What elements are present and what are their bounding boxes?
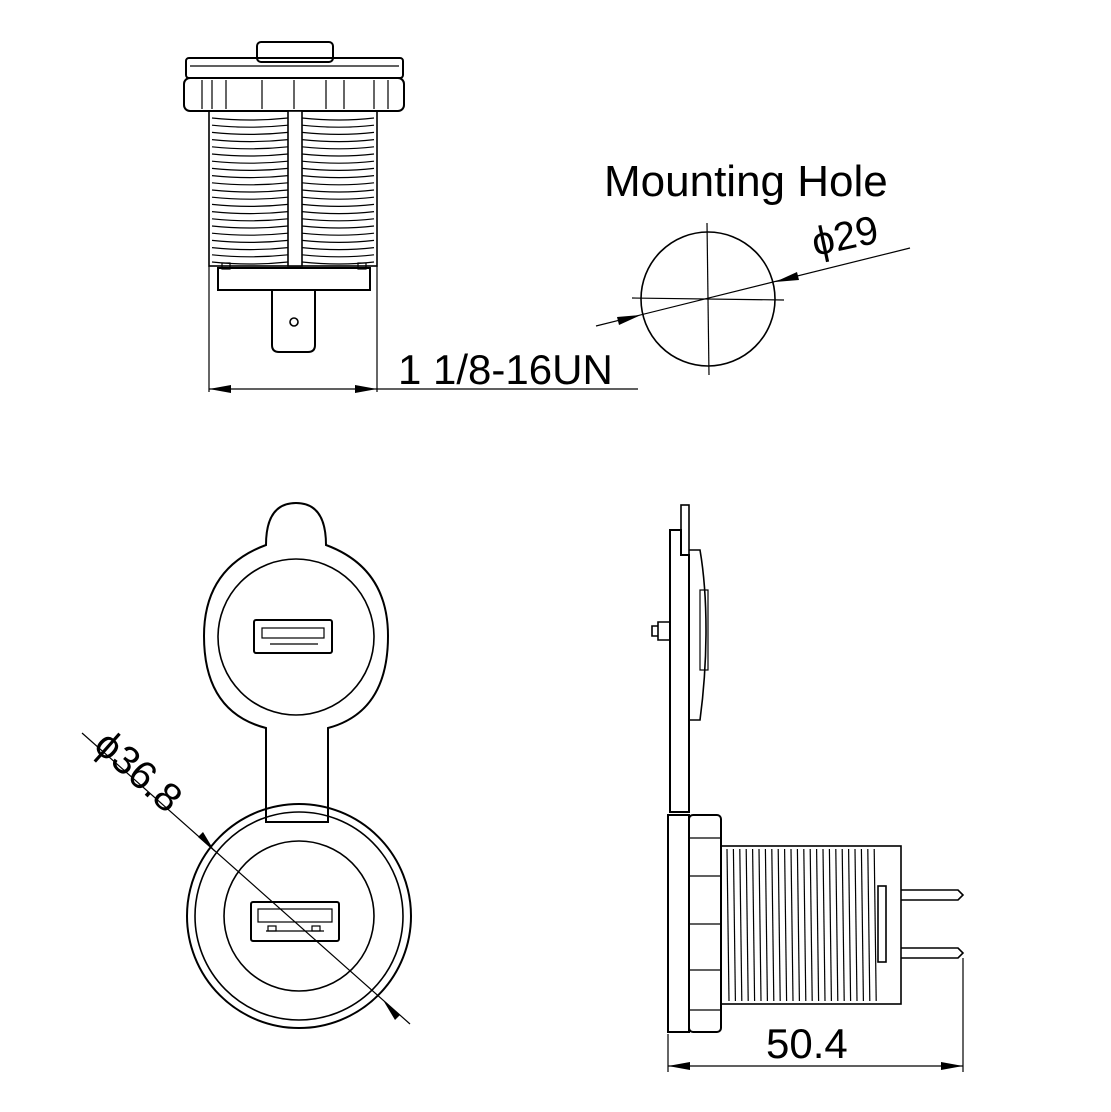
thread-line <box>860 848 864 1002</box>
thread-line <box>867 848 871 1002</box>
thread-line <box>211 218 375 222</box>
nut-side-ribs <box>690 837 720 1011</box>
nut-ribs <box>201 80 389 109</box>
thread-line <box>784 848 788 1002</box>
thread-line <box>726 848 730 1002</box>
socket-side-view: 1 1/8-16UN <box>183 41 638 393</box>
thread-line <box>211 131 375 135</box>
thread-line <box>211 239 375 243</box>
barrel-thread-lines <box>726 848 877 1002</box>
thread-line <box>809 848 813 1002</box>
thread-line <box>739 848 743 1002</box>
thread-line <box>211 254 375 258</box>
socket-profile-view: 50.4 <box>651 504 965 1072</box>
thread-line <box>854 848 858 1002</box>
thread-line <box>211 189 375 193</box>
thread-line <box>211 196 375 200</box>
thread-line <box>211 160 375 164</box>
thread-line <box>745 848 749 1002</box>
thread-line <box>841 848 845 1002</box>
cap-diameter-dimension: ϕ36.8 <box>86 722 190 821</box>
thread-line <box>828 848 832 1002</box>
mounting-hole-circle <box>640 231 776 367</box>
thread-line <box>822 848 826 1002</box>
thread-line <box>758 848 762 1002</box>
thread-line <box>873 848 877 1002</box>
length-dimension: 50.4 <box>766 1020 848 1067</box>
thread-line <box>211 182 375 186</box>
thread-line <box>211 153 375 157</box>
thread-line <box>771 848 775 1002</box>
mounting-hole-view: Mounting Hole ϕ29 <box>595 157 911 376</box>
thread-line <box>790 848 794 1002</box>
thread-line <box>211 225 375 229</box>
thread-line <box>835 848 839 1002</box>
thread-lines <box>211 117 375 265</box>
thread-line <box>803 848 807 1002</box>
thread-line <box>211 175 375 179</box>
thread-line <box>211 117 375 121</box>
thread-line <box>796 848 800 1002</box>
thread-line <box>211 261 375 265</box>
thread-line <box>732 848 736 1002</box>
thread-line <box>211 167 375 171</box>
thread-line <box>848 848 852 1002</box>
thread-line <box>764 848 768 1002</box>
mounting-hole-title: Mounting Hole <box>604 157 888 206</box>
thread-spec-label: 1 1/8-16UN <box>398 346 613 393</box>
thread-line <box>211 211 375 215</box>
thread-line <box>211 124 375 128</box>
thread-line <box>752 848 756 1002</box>
thread-line <box>211 146 375 150</box>
mounting-hole-dimension: ϕ29 <box>808 208 883 265</box>
thread-line <box>211 247 375 251</box>
thread-line <box>816 848 820 1002</box>
thread-line <box>777 848 781 1002</box>
thread-line <box>211 203 375 207</box>
socket-front-view: ϕ36.8 <box>81 501 412 1029</box>
thread-line <box>211 232 375 236</box>
thread-line <box>211 139 375 143</box>
